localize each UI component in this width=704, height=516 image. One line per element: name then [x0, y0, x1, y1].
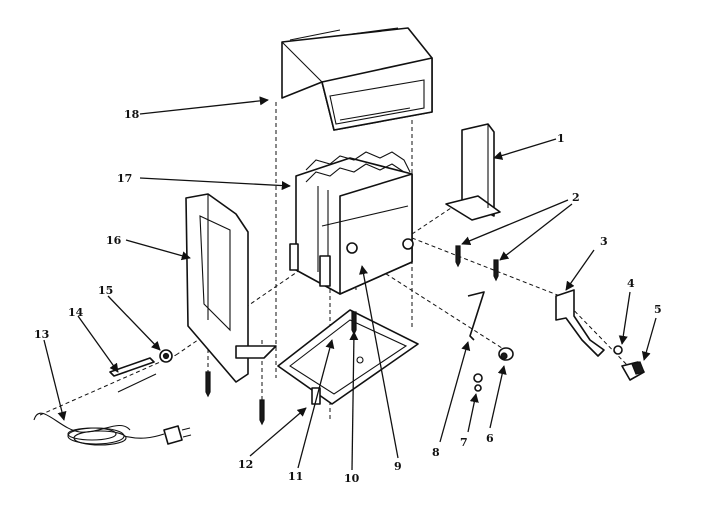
switch-part [621, 361, 645, 381]
top-housing-part [281, 27, 433, 131]
callout-1: 1 [557, 132, 565, 145]
callout-16: 16 [106, 234, 122, 247]
knob-part [498, 347, 514, 361]
callout-17: 17 [117, 172, 132, 185]
callout-4: 4 [627, 277, 635, 290]
small-nut-part [613, 345, 623, 355]
heating-element-frame-part [289, 151, 414, 295]
callout-7: 7 [460, 436, 468, 449]
callout-5: 5 [654, 303, 662, 316]
washer-part [473, 373, 483, 392]
side-panel-part [185, 193, 277, 383]
callout-3: 3 [600, 235, 608, 248]
callout-12: 12 [238, 458, 253, 471]
end-panel-part [445, 123, 501, 221]
base-plate-part [277, 309, 419, 405]
callout-10: 10 [344, 472, 360, 485]
power-cord-part [33, 412, 192, 446]
callout-13: 13 [34, 328, 49, 341]
callout-6: 6 [486, 432, 494, 445]
callout-labels: 18 17 16 1 2 3 4 5 6 7 8 9 10 11 12 13 1… [34, 108, 662, 485]
callout-18: 18 [124, 108, 140, 121]
callout-11: 11 [288, 470, 303, 483]
strain-relief-part [159, 349, 173, 363]
callout-leaders [43, 96, 657, 471]
bracket-part [555, 289, 605, 357]
callout-14: 14 [68, 306, 84, 319]
cord-clip-part [109, 357, 157, 393]
callout-2: 2 [572, 191, 580, 204]
callout-15: 15 [98, 284, 113, 297]
lever-bracket-part [467, 291, 485, 341]
callout-8: 8 [432, 446, 440, 459]
callout-9: 9 [394, 460, 402, 473]
